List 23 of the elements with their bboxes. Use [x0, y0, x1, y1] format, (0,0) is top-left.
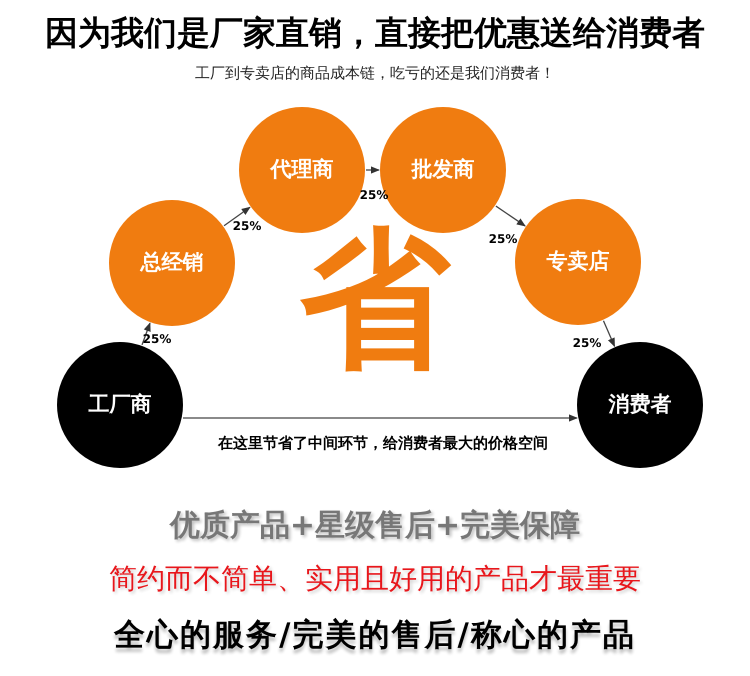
edge-label: 25%	[142, 331, 172, 348]
arrow	[496, 206, 526, 226]
node-label: 消费者	[608, 391, 672, 418]
arrow	[602, 320, 616, 348]
slogan: 优质产品+星级售后+完美保障	[168, 507, 582, 545]
subtitle: 工厂到专卖店的商品成本链，吃亏的还是我们消费者！	[194, 63, 556, 84]
node-label: 代理商	[270, 156, 334, 184]
slogan: 简约而不简单、实用且好用的产品才最重要	[108, 561, 642, 597]
arrow	[183, 414, 578, 422]
edge-label: 25%	[488, 231, 518, 248]
node-label: 专卖店	[546, 248, 610, 276]
node-label: 工厂商	[88, 391, 152, 418]
node-label: 总经销	[140, 249, 204, 276]
arrow	[366, 166, 380, 174]
slogan: 全心的服务/完美的售后/称心的产品	[112, 616, 637, 655]
title: 因为我们是厂家直销，直接把优惠送给消费者	[44, 12, 706, 54]
arrow	[224, 206, 251, 226]
edge-label: 25%	[232, 218, 262, 235]
node-label: 批发商	[412, 156, 474, 184]
edge-label: 25%	[572, 335, 602, 352]
edge-label: 在这里节省了中间环节，给消费者最大的价格空间	[216, 433, 549, 454]
save-character: 省	[299, 225, 452, 375]
arrow	[141, 322, 151, 346]
